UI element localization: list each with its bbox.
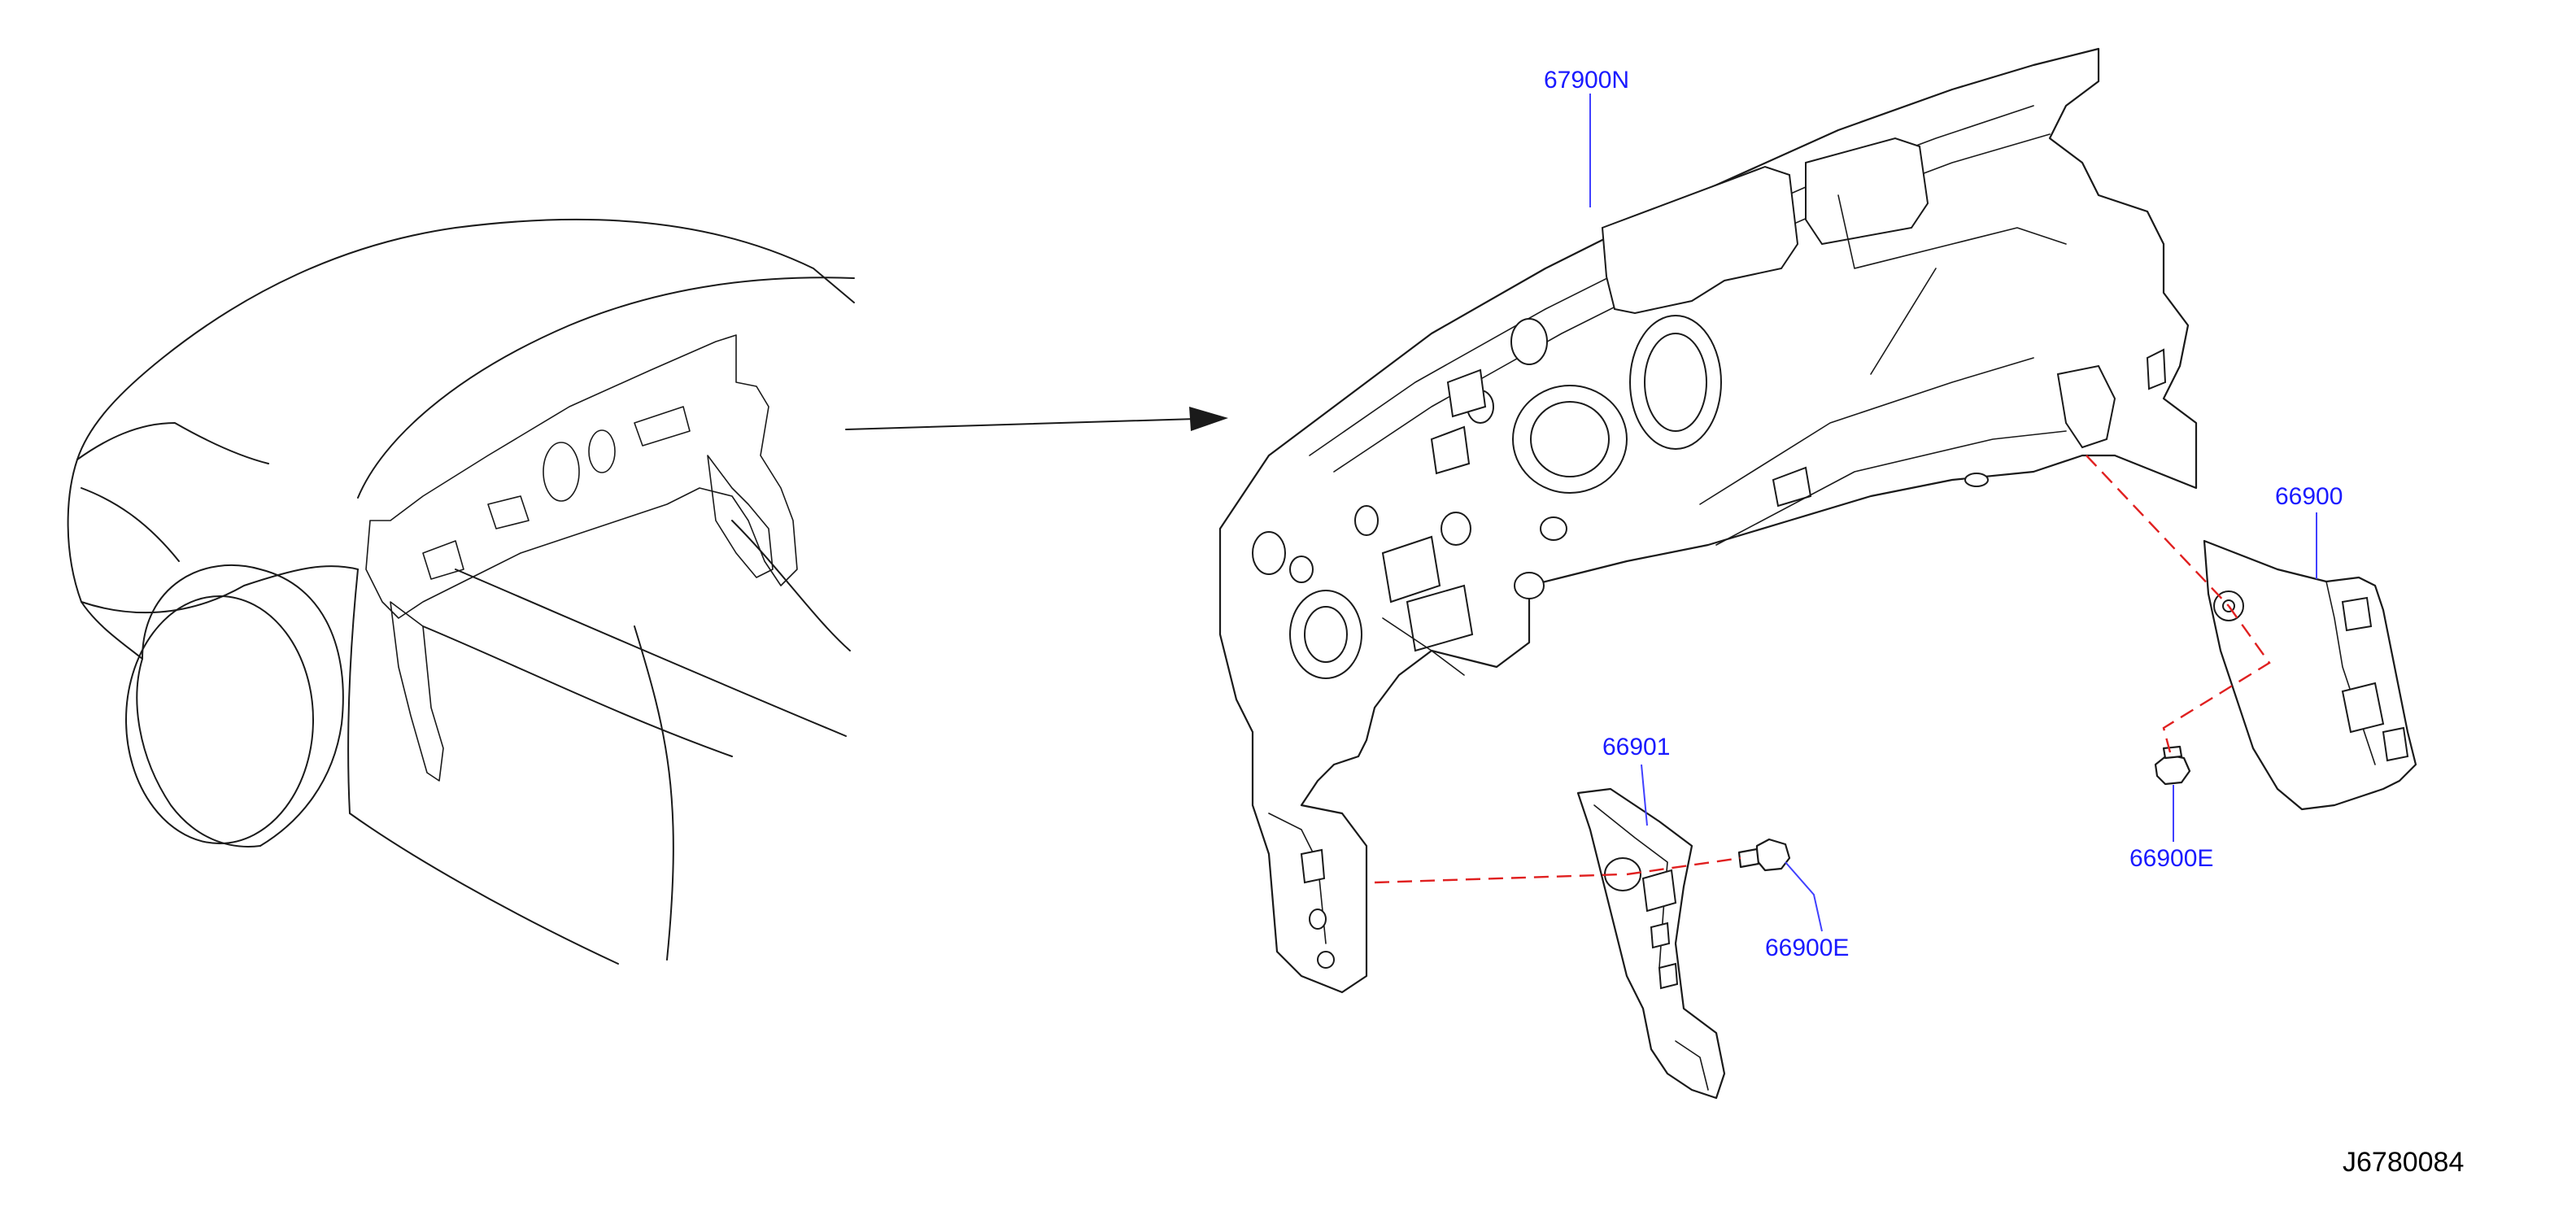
vehicle-overview	[67, 218, 855, 965]
rh-side-insulator-part	[2203, 539, 2417, 811]
drawing-code: J6780084	[2343, 1147, 2464, 1178]
dash-lh-clip	[1626, 856, 1741, 876]
dash-lh-panel	[1374, 873, 1624, 884]
dash-rh-clip	[2162, 605, 2271, 753]
leader-66900E-upper	[1785, 861, 1823, 932]
dash-insulator-part	[1218, 47, 2198, 994]
label-66901: 66901	[1602, 734, 1670, 760]
label-66900E-upper: 66900E	[1765, 935, 1849, 961]
dash-rh-panel	[2086, 455, 2229, 607]
leader-66901	[1641, 764, 1648, 826]
direction-arrow	[845, 407, 1228, 431]
lh-side-insulator-part	[1576, 787, 1726, 1100]
label-67900N: 67900N	[1544, 67, 1629, 94]
clip-upper-part	[1737, 838, 1791, 872]
leader-lines	[1589, 94, 2317, 932]
label-66900: 66900	[2275, 483, 2343, 510]
label-66900E-lower: 66900E	[2129, 845, 2213, 872]
clip-lower-part	[2154, 745, 2191, 786]
assembly-lines	[1374, 455, 2271, 884]
